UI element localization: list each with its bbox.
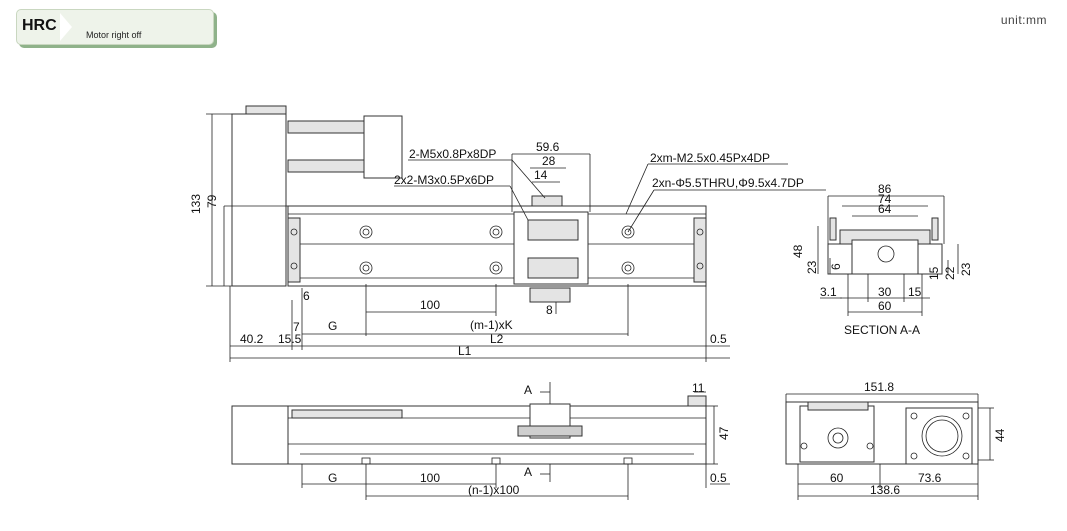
callout-thru-hole: 2xn-Φ5.5THRU,Φ9.5x4.7DP bbox=[652, 176, 804, 190]
section-dim-15: 15 bbox=[927, 266, 941, 280]
end-dim-60: 60 bbox=[830, 471, 844, 485]
dim-28: 28 bbox=[542, 154, 556, 168]
side-view: A A 11 47 G 100 (n-1)x100 0.5 bbox=[231, 381, 731, 500]
side-label-a-top: A bbox=[524, 383, 532, 397]
dim-15-5: 15.5 bbox=[278, 332, 302, 346]
model-code: HRC bbox=[22, 17, 57, 34]
section-dim-64: 64 bbox=[878, 202, 892, 216]
section-dim-23-right: 23 bbox=[959, 262, 973, 276]
motor-coupling bbox=[363, 115, 403, 179]
label-l1: L1 bbox=[458, 344, 472, 358]
section-carriage bbox=[851, 239, 919, 275]
dim-6: 6 bbox=[303, 289, 310, 303]
header-tag-background bbox=[16, 9, 214, 45]
section-dim-3-1: 3.1 bbox=[820, 285, 837, 299]
dim-133: 133 bbox=[189, 194, 203, 214]
section-dim-6: 6 bbox=[829, 263, 843, 270]
dim-8: 8 bbox=[546, 303, 553, 317]
mounting-holes bbox=[290, 225, 704, 275]
end-plate-left bbox=[287, 217, 301, 283]
section-dim-48: 48 bbox=[791, 244, 805, 258]
end-dim-151-8: 151.8 bbox=[864, 380, 894, 394]
end-dim-138-6: 138.6 bbox=[870, 483, 900, 497]
section-view: 86 74 64 48 23 6 15 22 23 3.1 30 15 60 S… bbox=[791, 182, 973, 337]
side-motor bbox=[231, 405, 289, 465]
model-header-tag: HRC Motor right off bbox=[16, 9, 216, 47]
section-dim-60: 60 bbox=[878, 299, 892, 313]
unit-label: unit:mm bbox=[1000, 13, 1047, 27]
callout-m5-tap: 2-M5x0.8Px8DP bbox=[409, 147, 496, 161]
carriage-plate-bottom bbox=[527, 257, 579, 279]
label-mk: (m-1)xK bbox=[470, 318, 513, 332]
rail-body bbox=[287, 205, 707, 287]
dim-100: 100 bbox=[420, 298, 440, 312]
end-dim-44: 44 bbox=[993, 428, 1007, 442]
side-dim-11: 11 bbox=[692, 381, 705, 395]
dim-79: 79 bbox=[205, 194, 219, 208]
chevron-right-icon bbox=[60, 13, 72, 41]
end-dim-73-6: 73.6 bbox=[918, 471, 942, 485]
end-view: 151.8 44 60 73.6 138.6 bbox=[785, 380, 1007, 500]
side-dim-0-5: 0.5 bbox=[710, 471, 727, 485]
end-plate-right bbox=[693, 217, 707, 283]
dim-59-6: 59.6 bbox=[536, 140, 560, 154]
top-view: 2-M5x0.8Px8DP 2x2-M3x0.5Px6DP 2xm-M2.5x0… bbox=[189, 105, 826, 362]
dim-40-2: 40.2 bbox=[240, 332, 264, 346]
callout-m3-tap: 2x2-M3x0.5Px6DP bbox=[394, 173, 494, 187]
motor-housing bbox=[231, 113, 287, 287]
dim-7: 7 bbox=[293, 320, 300, 334]
section-dim-22: 22 bbox=[943, 266, 957, 280]
section-dim-86: 86 bbox=[878, 182, 892, 196]
side-dim-100: 100 bbox=[420, 471, 440, 485]
side-label-n100: (n-1)x100 bbox=[468, 483, 520, 497]
section-dim-23-left: 23 bbox=[805, 260, 819, 274]
end-rail-block bbox=[799, 405, 875, 463]
carriage-tab-top bbox=[531, 195, 563, 207]
variant-label: Motor right off bbox=[86, 30, 142, 40]
section-title: SECTION A-A bbox=[844, 323, 920, 337]
side-label-g: G bbox=[328, 471, 337, 485]
label-l2: L2 bbox=[490, 332, 504, 346]
callout-m25-tap: 2xm-M2.5x0.45Px4DP bbox=[650, 151, 770, 165]
motor-cap bbox=[245, 105, 287, 115]
carriage-plate-top bbox=[527, 219, 579, 241]
dim-14: 14 bbox=[534, 168, 548, 182]
label-g: G bbox=[328, 319, 337, 333]
side-label-a-bottom: A bbox=[524, 465, 532, 479]
section-dim-15-bottom: 15 bbox=[908, 285, 922, 299]
side-dim-47: 47 bbox=[717, 426, 731, 440]
section-dim-30: 30 bbox=[878, 285, 892, 299]
section-dim-74: 74 bbox=[878, 192, 892, 206]
carriage-tab-bottom bbox=[529, 287, 571, 303]
dim-0-5: 0.5 bbox=[710, 332, 727, 346]
